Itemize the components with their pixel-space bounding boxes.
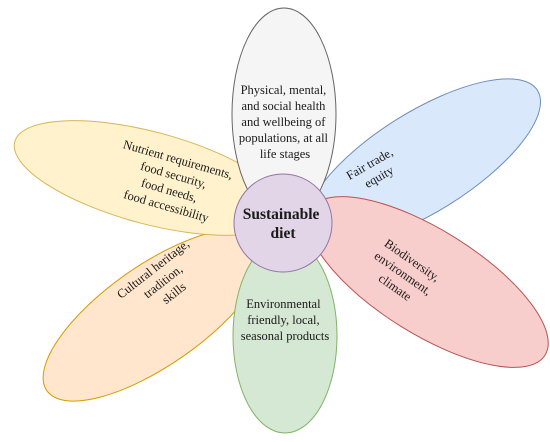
- petal-health-line: and wellbeing of: [241, 115, 326, 129]
- petal-health-label: Physical, mental, and social health and …: [239, 83, 331, 161]
- center-label: Sustainable diet: [243, 206, 324, 242]
- petal-health-line: populations, at all: [239, 131, 329, 145]
- petal-health-line: and social health: [241, 99, 326, 113]
- center-label-line: diet: [271, 225, 297, 242]
- center-label-line: Sustainable: [243, 206, 320, 223]
- petal-health-line: Physical, mental,: [241, 83, 327, 97]
- petal-environmental-line: seasonal products: [241, 329, 330, 343]
- center-circle: [233, 173, 333, 273]
- petal-environmental-line: friendly, local,: [247, 313, 319, 327]
- petal-environmental-line: Environmental: [246, 297, 321, 311]
- center-node: [233, 173, 333, 273]
- petal-environmental-label: Environmental friendly, local, seasonal …: [241, 297, 330, 343]
- petal-health-line: life stages: [260, 147, 310, 161]
